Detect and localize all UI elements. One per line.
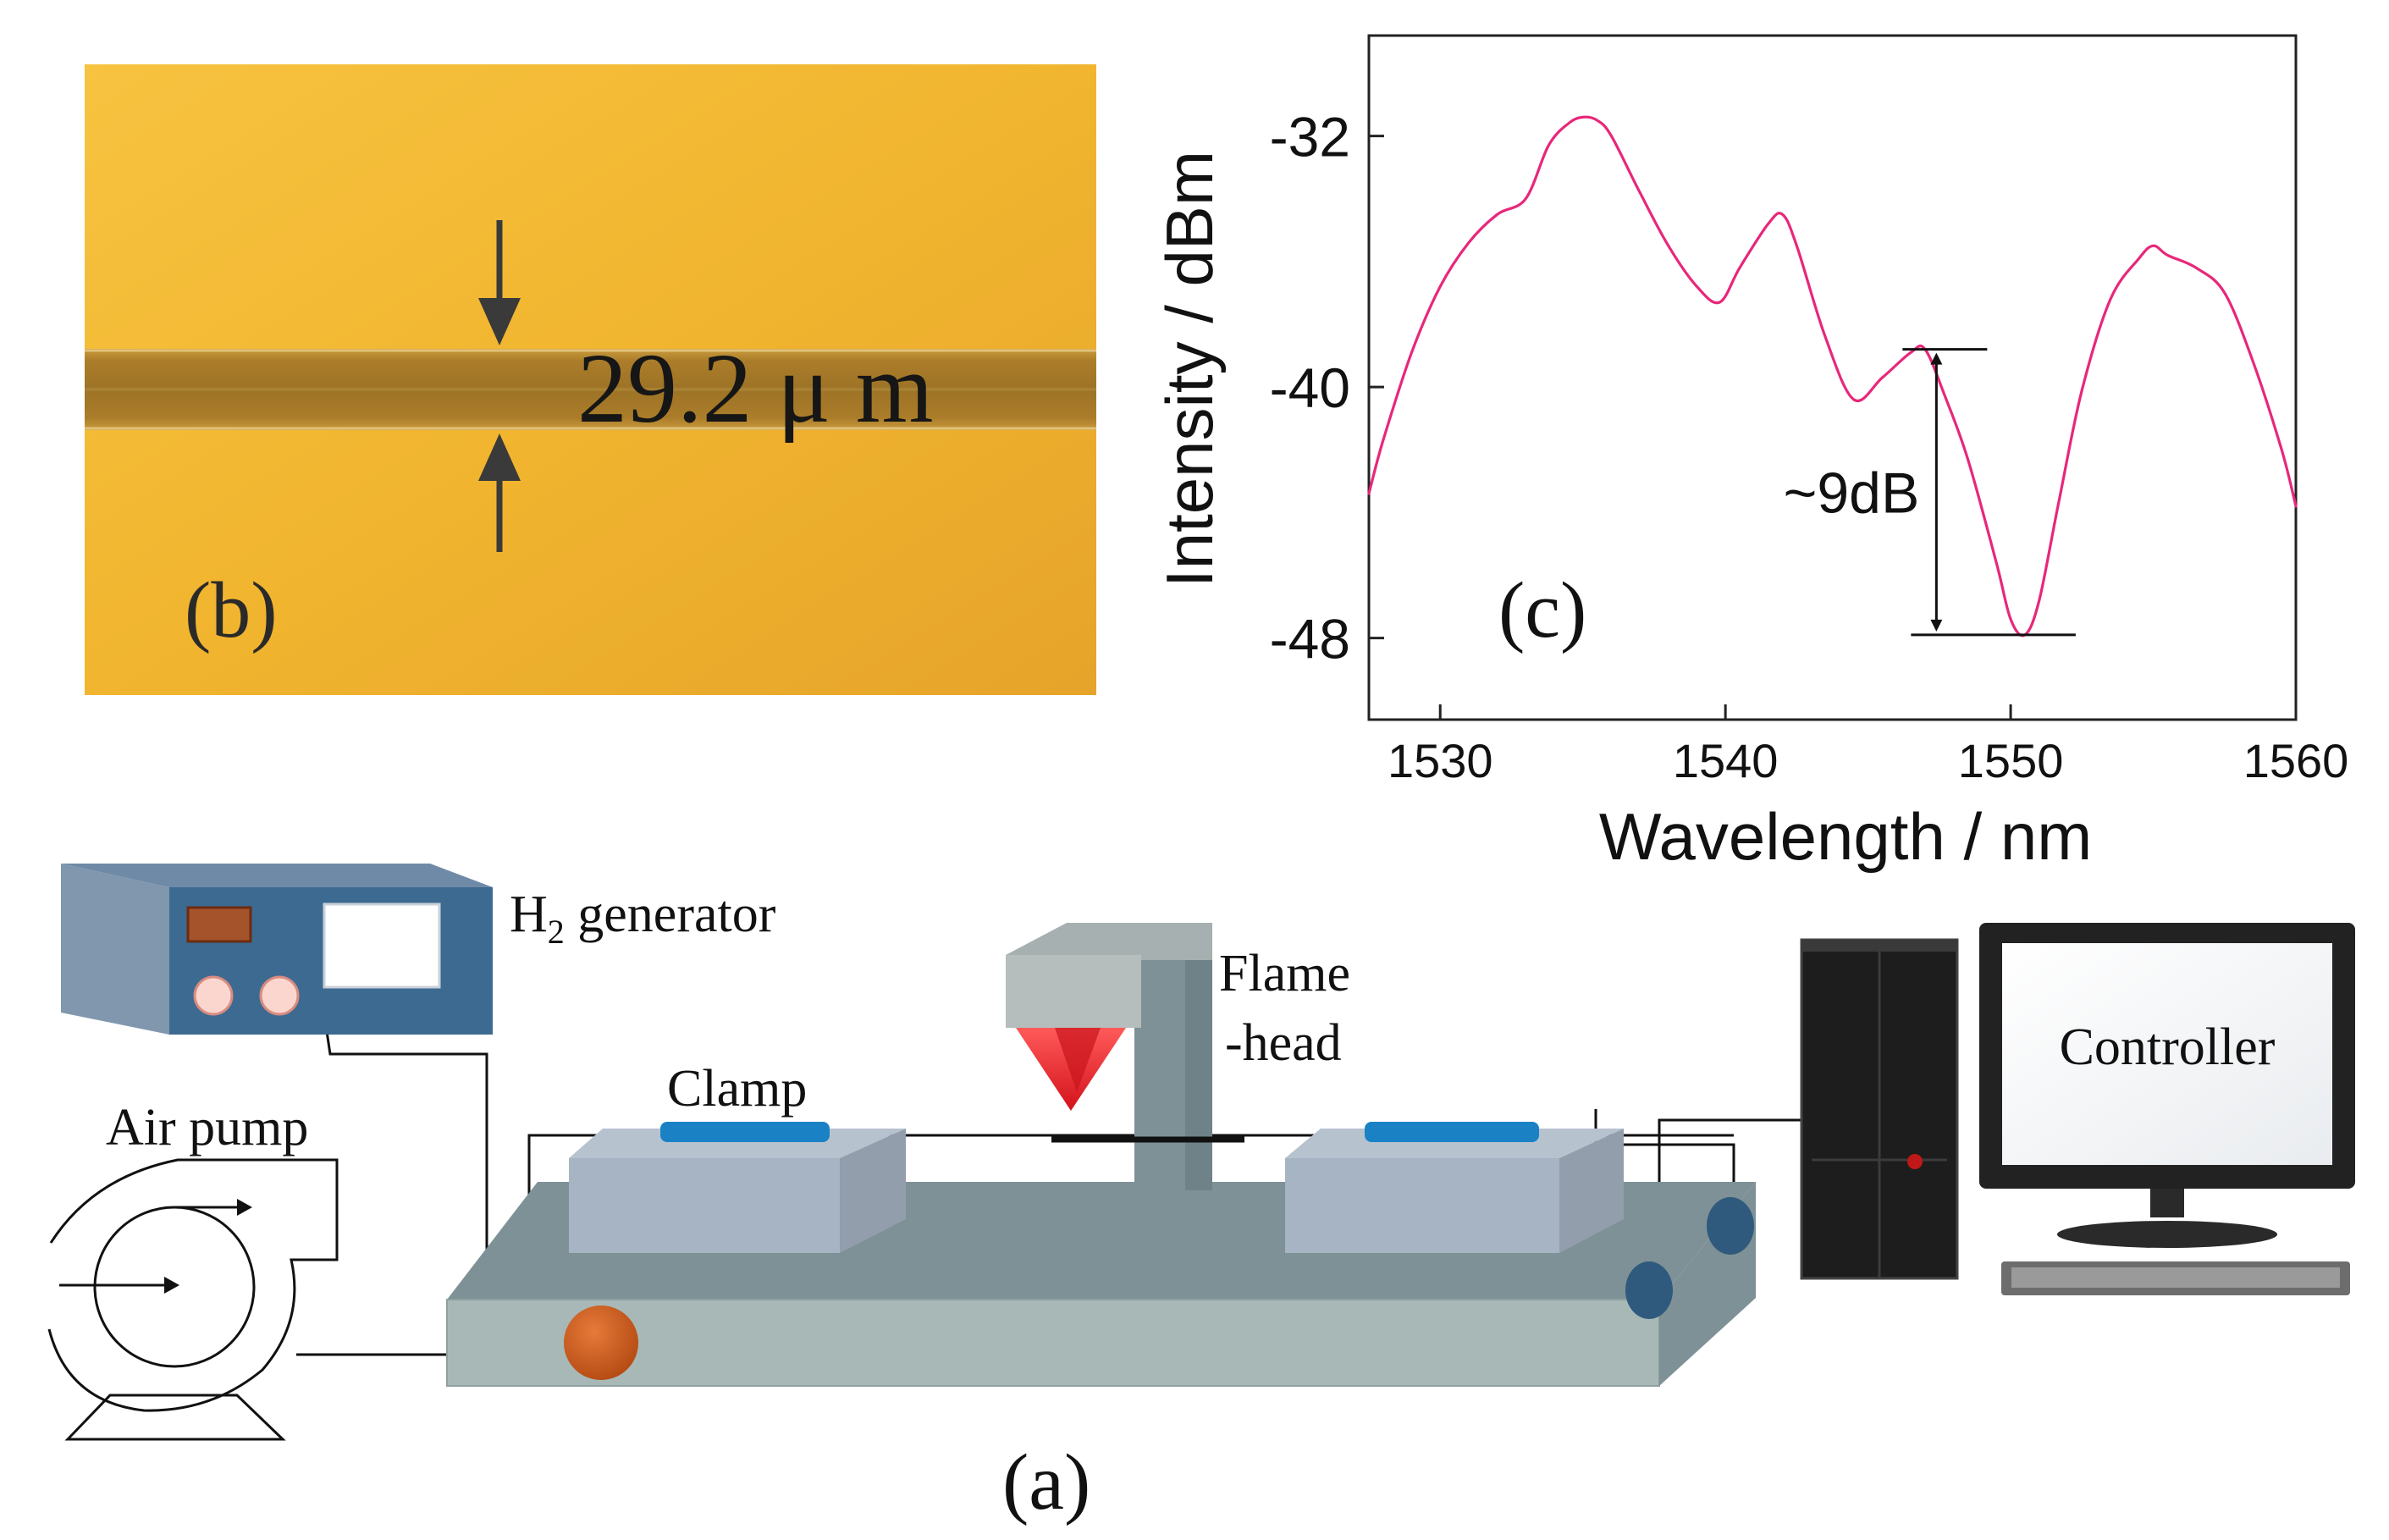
x-tick-label: 1560: [2243, 734, 2349, 787]
down-arrow-icon: [478, 220, 521, 345]
flame-head-side: [1185, 948, 1212, 1190]
generator-display: [186, 906, 252, 943]
panel-c-chart: -32 -40 -48 1530 1540 1550 1560 ~9dB (c) Wave…: [1152, 34, 2348, 874]
panel-b-micrograph: 29.2 μ m (b): [85, 64, 1096, 695]
air-pump: [47, 1158, 339, 1441]
left-clamp-pad: [660, 1122, 830, 1142]
pump-stand: [64, 1394, 286, 1441]
pump-rotor: [93, 1206, 256, 1368]
left-clamp-block-side: [840, 1129, 906, 1253]
plot-area-frame: [1367, 34, 2298, 721]
h2-generator: [61, 864, 493, 1035]
monitor-screen: [2002, 943, 2332, 1165]
clamp-label: Clamp: [667, 1060, 807, 1118]
h2-generator-label: H2 generator: [510, 886, 776, 951]
arrow-inlet-icon: [59, 1277, 179, 1294]
x-axis-ticks: 1530 1540 1550 1560: [1388, 704, 2348, 787]
stage-knob-blue-back: [1707, 1197, 1754, 1255]
panel-a-label: (a): [1002, 1438, 1090, 1526]
keyboard-keys: [2011, 1267, 2340, 1288]
y-axis-label: Intensity / dBm: [1152, 151, 1227, 588]
monitor-stand: [2057, 1221, 2277, 1248]
generator-knob-left: [193, 975, 234, 1016]
tower-top: [1801, 940, 1957, 952]
x-axis-label: Wavelength / nm: [1599, 799, 2092, 874]
right-clamp-block-front: [1285, 1158, 1559, 1253]
computer-tower: [1800, 938, 1959, 1280]
arrow-down-icon: [1930, 619, 1943, 632]
left-clamp-block-front: [569, 1158, 840, 1253]
panel-c-label: (c): [1498, 566, 1586, 654]
panel-a-setup: H2 generator Air pump: [47, 864, 2355, 1526]
x-tick-label: 1530: [1388, 734, 1493, 787]
annotation-label: ~9dB: [1784, 461, 1920, 525]
flame-highlight: [1055, 1028, 1101, 1092]
generator-side: [61, 864, 169, 1035]
up-arrow-icon: [478, 433, 521, 552]
flame-head: [1006, 923, 1244, 1190]
left-clamp: [569, 1122, 906, 1253]
monitor-neck: [2150, 1189, 2184, 1217]
right-clamp-pad: [1365, 1122, 1539, 1142]
spectrum-series-line: [1367, 115, 2298, 638]
generator-cable: [322, 1008, 488, 1283]
y-tick-label: -48: [1270, 608, 1350, 671]
generator-knob-right: [259, 975, 300, 1016]
generator-top: [61, 864, 493, 887]
air-pump-label: Air pump: [106, 1099, 308, 1156]
arrow-right-icon: [176, 1199, 252, 1216]
monitor: [1979, 923, 2355, 1295]
right-clamp: [1285, 1122, 1624, 1253]
panel-b-label: (b): [185, 566, 278, 654]
peak-to-dip-annotation: ~9dB: [1784, 348, 2076, 637]
x-tick-label: 1540: [1673, 734, 1779, 787]
controller-label: Controller: [2060, 1018, 2276, 1076]
base-front: [446, 1299, 1660, 1387]
arrow-up-icon: [1930, 352, 1943, 365]
flame-head-label-line1: Flame: [1219, 945, 1350, 1002]
stage-knob-blue-front: [1625, 1261, 1673, 1319]
control-cable-inner: [1594, 1109, 1735, 1201]
x-tick-label: 1550: [1958, 734, 2064, 787]
y-tick-label: -40: [1270, 356, 1350, 419]
stage-knob-orange: [564, 1305, 638, 1380]
diameter-measurement: 29.2 μ m: [577, 333, 934, 444]
generator-screen: [323, 902, 441, 989]
flame-head-label-line2: -head: [1225, 1014, 1342, 1072]
tower-power-led: [1907, 1154, 1923, 1169]
y-tick-label: -32: [1270, 106, 1350, 168]
pump-housing: [47, 1158, 339, 1412]
y-axis-ticks: -32 -40 -48: [1270, 106, 1384, 671]
right-clamp-block-side: [1559, 1129, 1624, 1253]
flame-head-nozzle: [1006, 955, 1141, 1028]
